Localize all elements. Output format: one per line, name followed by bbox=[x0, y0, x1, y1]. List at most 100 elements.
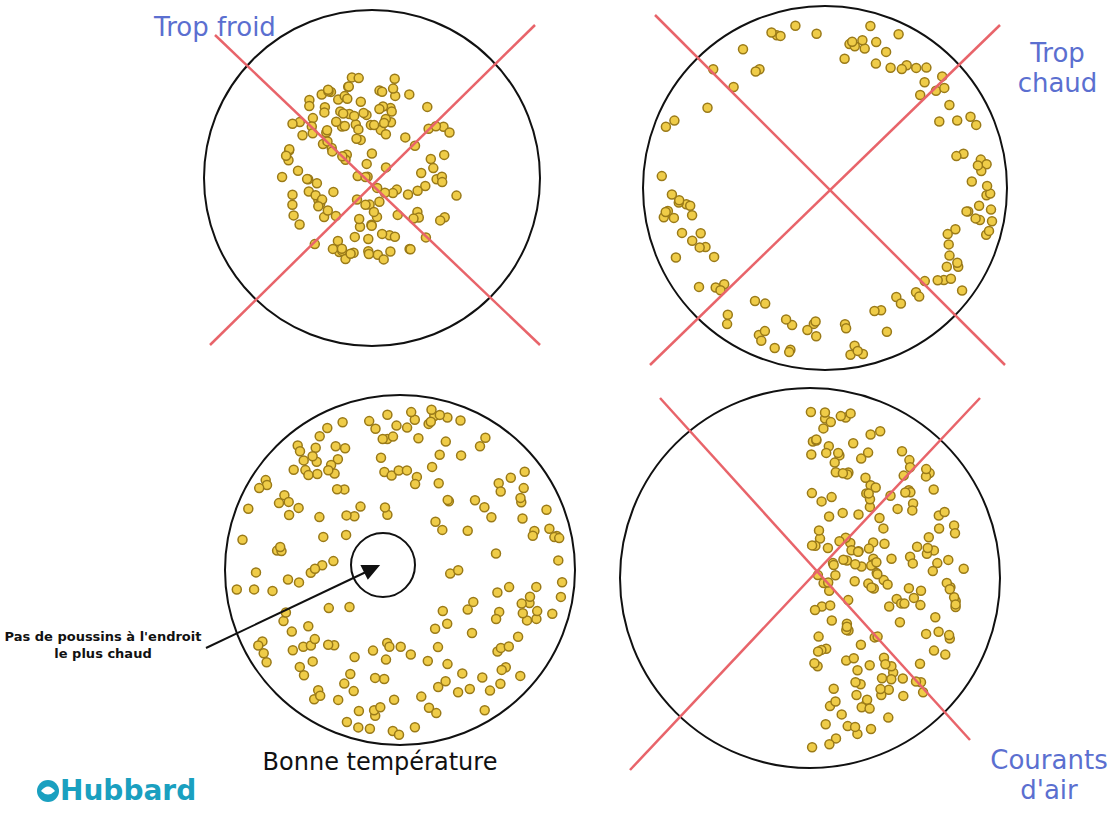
chick-dot bbox=[407, 408, 416, 417]
chick-dot bbox=[426, 155, 435, 164]
chick-dot bbox=[487, 513, 496, 522]
chick-dot bbox=[851, 560, 860, 569]
chick-dot bbox=[429, 164, 438, 173]
chick-dot bbox=[817, 497, 826, 506]
chick-dot bbox=[497, 665, 506, 674]
brooder-circle bbox=[643, 6, 1007, 370]
chick-dot bbox=[826, 601, 835, 610]
chick-dot bbox=[916, 659, 925, 668]
chick-dot bbox=[840, 54, 849, 63]
chick-dot bbox=[951, 600, 960, 609]
chick-dot bbox=[380, 119, 389, 128]
chick-dot bbox=[941, 650, 950, 659]
chick-dot bbox=[323, 126, 332, 135]
chick-dot bbox=[232, 585, 241, 594]
condition-label: Courants d'air bbox=[990, 745, 1108, 805]
chick-dot bbox=[838, 469, 847, 478]
chick-dot bbox=[842, 622, 851, 631]
chick-dot bbox=[396, 642, 405, 651]
chick-dot bbox=[853, 666, 862, 675]
chick-dot bbox=[346, 670, 355, 679]
chick-dot bbox=[458, 669, 467, 678]
chick-dot bbox=[367, 149, 376, 158]
chick-dot bbox=[492, 549, 501, 558]
chick-dot bbox=[378, 435, 387, 444]
chick-dot bbox=[922, 63, 931, 72]
chick-dot bbox=[378, 229, 387, 238]
chick-dot bbox=[827, 616, 836, 625]
chick-dot bbox=[827, 493, 836, 502]
chick-dot bbox=[342, 511, 351, 520]
chick-dot bbox=[554, 556, 563, 565]
chick-dot bbox=[695, 282, 704, 291]
chick-dot bbox=[250, 585, 259, 594]
chick-dot bbox=[988, 217, 997, 226]
chick-dot bbox=[940, 83, 949, 92]
chick-dot bbox=[849, 654, 858, 663]
chick-dot bbox=[299, 456, 308, 465]
chick-dot bbox=[432, 709, 441, 718]
chick-dot bbox=[381, 503, 390, 512]
chick-dot bbox=[686, 201, 695, 210]
chick-dot bbox=[392, 421, 401, 430]
chick-dot bbox=[294, 166, 303, 175]
chick-dot bbox=[757, 336, 766, 345]
chick-dot bbox=[443, 619, 452, 628]
chick-dot bbox=[548, 609, 557, 618]
chick-dot bbox=[468, 629, 477, 638]
chick-dot bbox=[864, 448, 873, 457]
chick-dot bbox=[382, 655, 391, 664]
chick-dot bbox=[812, 332, 821, 341]
chick-dot bbox=[933, 276, 942, 285]
chick-dot bbox=[519, 484, 528, 493]
chick-dot bbox=[343, 94, 352, 103]
chick-dot bbox=[494, 479, 503, 488]
chick-dot bbox=[920, 78, 929, 87]
chick-dot bbox=[377, 453, 386, 462]
chick-dot bbox=[516, 671, 525, 680]
chick-dot bbox=[463, 526, 472, 535]
chick-dot bbox=[289, 211, 298, 220]
chick-dot bbox=[390, 695, 399, 704]
chick-dot bbox=[867, 725, 876, 734]
chick-dot bbox=[331, 442, 340, 451]
chick-dot bbox=[850, 577, 859, 586]
chick-dot bbox=[916, 601, 925, 610]
chick-dot bbox=[344, 82, 353, 91]
chick-dot bbox=[872, 38, 881, 47]
chick-dot bbox=[288, 119, 297, 128]
chick-dot bbox=[854, 510, 863, 519]
chick-dot bbox=[342, 530, 351, 539]
chick-dot bbox=[340, 679, 349, 688]
chick-dot bbox=[767, 28, 776, 37]
condition-label: Trop chaud bbox=[1010, 38, 1105, 98]
chick-dot bbox=[355, 215, 364, 224]
chick-dot bbox=[383, 410, 392, 419]
chick-dot bbox=[295, 220, 304, 229]
chick-dot bbox=[556, 592, 565, 601]
chick-dot bbox=[350, 232, 359, 241]
chick-dot bbox=[913, 542, 922, 551]
chick-dot bbox=[338, 418, 347, 427]
chick-dot bbox=[334, 695, 343, 704]
cross-line bbox=[630, 398, 980, 770]
chick-dot bbox=[922, 465, 931, 474]
chick-dot bbox=[808, 743, 817, 752]
chick-dot bbox=[375, 105, 384, 114]
chick-dot bbox=[839, 555, 848, 564]
chick-dot bbox=[438, 525, 447, 534]
chick-dot bbox=[878, 674, 887, 683]
chick-dot bbox=[380, 675, 389, 684]
chick-dot bbox=[851, 722, 860, 731]
chick-dot bbox=[825, 740, 834, 749]
chick-dot bbox=[506, 473, 515, 482]
chick-dot bbox=[427, 405, 436, 414]
chick-dot bbox=[362, 159, 371, 168]
chick-dot bbox=[849, 439, 858, 448]
chick-dot bbox=[385, 642, 394, 651]
chick-dot bbox=[404, 190, 413, 199]
chick-dot bbox=[288, 646, 297, 655]
chick-dot bbox=[940, 508, 949, 517]
chick-dot bbox=[454, 566, 463, 575]
chick-dot bbox=[760, 327, 769, 336]
